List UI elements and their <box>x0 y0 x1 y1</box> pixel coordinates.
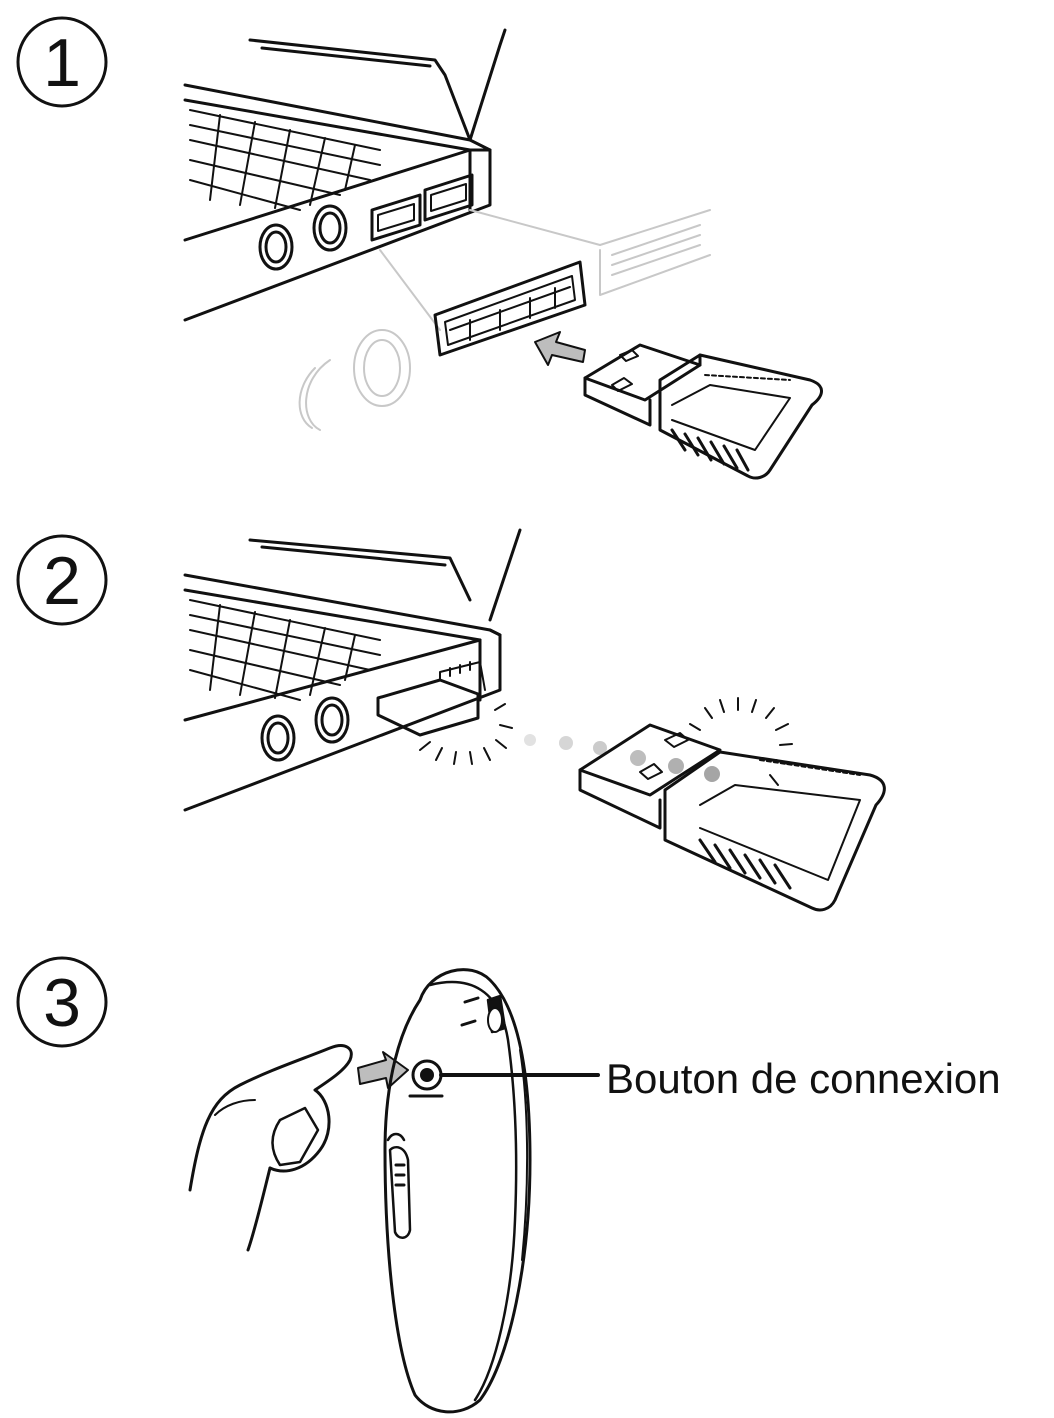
step-2-number: 2 <box>43 543 81 619</box>
connect-button-label: Bouton de connexion <box>606 1055 1001 1103</box>
receiver-blink-rays <box>420 704 512 764</box>
step-3: 3 <box>18 958 598 1412</box>
enlarged-usb-port <box>435 262 585 355</box>
wireless-presenter <box>385 970 530 1412</box>
laptop-2 <box>185 530 520 810</box>
insert-arrow-icon <box>535 332 585 365</box>
step-1: 1 <box>18 18 822 478</box>
step-1-number: 1 <box>43 25 81 101</box>
keyboard-1 <box>190 110 380 210</box>
step-2: 2 <box>18 530 884 910</box>
plugged-receiver <box>378 680 478 735</box>
laptop-1 <box>185 30 505 320</box>
press-arrow-icon <box>358 1052 408 1088</box>
step-3-number: 3 <box>43 965 81 1041</box>
hand-pressing <box>190 1046 351 1250</box>
usb-dongle-2 <box>580 698 884 910</box>
pairing-signal-dots <box>524 734 720 782</box>
keyboard-2 <box>190 600 380 700</box>
usb-dongle-1 <box>585 345 822 478</box>
